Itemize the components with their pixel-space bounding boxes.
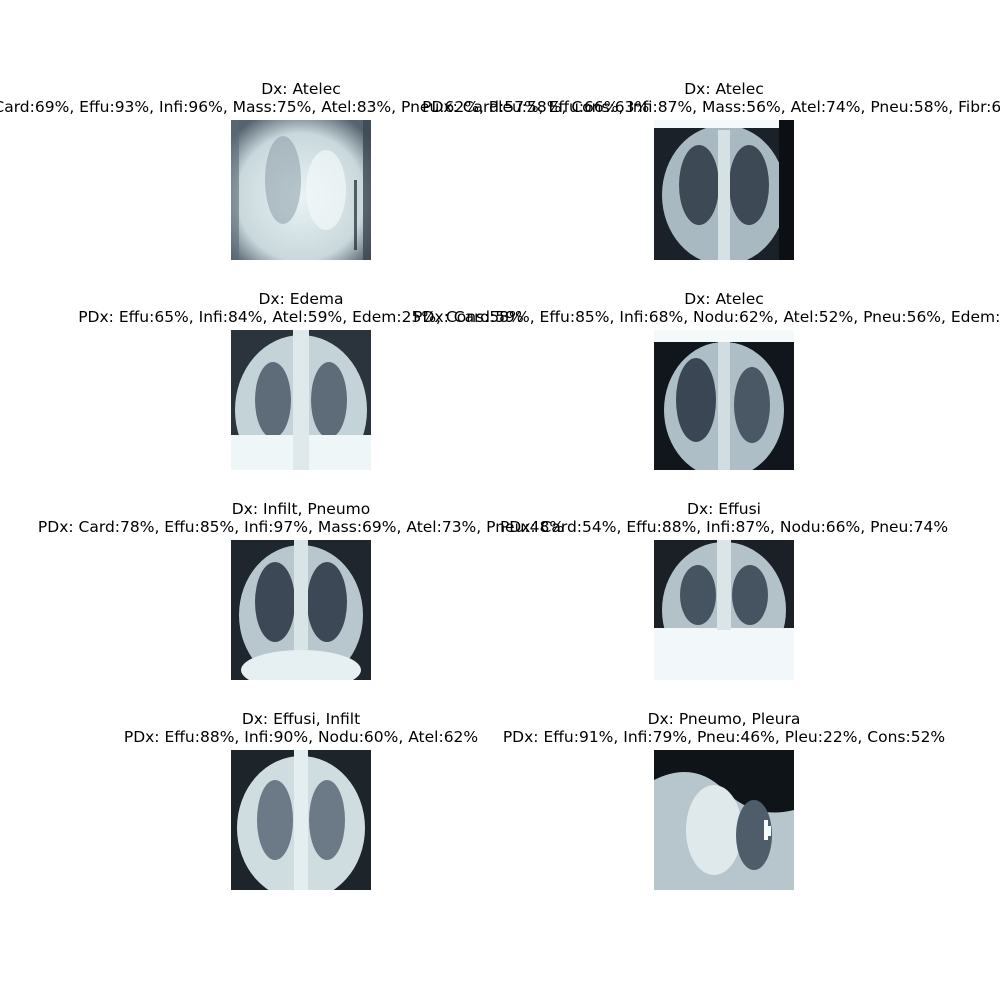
panel-2-pdx: PDx: Card:57%, Effu:66%, Infi:87%, Mass:… — [422, 98, 1000, 116]
panel-4-pdx: PDx: Card:59%, Effu:85%, Infi:68%, Nodu:… — [413, 308, 1000, 326]
panel-1-title: Dx: Atelec PDx: Card:69%, Effu:93%, Infi… — [0, 80, 649, 116]
panel-3-title: Dx: Edema PDx: Effu:65%, Infi:84%, Atel:… — [78, 290, 524, 326]
panel-3-dx: Dx: Edema — [258, 290, 344, 308]
panel-8-title: Dx: Pneumo, Pleura PDx: Effu:91%, Infi:7… — [503, 710, 945, 746]
panel-2-xray-image — [654, 120, 794, 260]
panel-2-title: Dx: Atelec PDx: Card:57%, Effu:66%, Infi… — [422, 80, 1000, 116]
panel-8-dx: Dx: Pneumo, Pleura — [647, 710, 801, 728]
panel-4-title: Dx: Atelec PDx: Card:59%, Effu:85%, Infi… — [413, 290, 1000, 326]
panel-1-xray-image — [231, 120, 371, 260]
panel-5-xray-image — [231, 540, 371, 680]
panel-1-pdx: PDx: Card:69%, Effu:93%, Infi:96%, Mass:… — [0, 98, 650, 116]
panel-8-pdx: PDx: Effu:91%, Infi:79%, Pneu:46%, Pleu:… — [502, 728, 946, 746]
panel-5-dx: Dx: Infilt, Pneumo — [231, 500, 371, 518]
panel-7-dx: Dx: Effusi, Infilt — [241, 710, 361, 728]
panel-7-xray-image — [231, 750, 371, 890]
panel-4-dx: Dx: Atelec — [684, 290, 764, 308]
panel-5-title: Dx: Infilt, Pneumo PDx: Card:78%, Effu:8… — [38, 500, 564, 536]
panel-5-pdx: PDx: Card:78%, Effu:85%, Infi:97%, Mass:… — [37, 518, 565, 536]
panel-3-xray-image — [231, 330, 371, 470]
panel-3-pdx: PDx: Effu:65%, Infi:84%, Atel:59%, Edem:… — [78, 308, 524, 326]
panel-6-xray-image — [654, 540, 794, 680]
panel-7-title: Dx: Effusi, Infilt PDx: Effu:88%, Infi:9… — [124, 710, 478, 746]
panel-6-title: Dx: Effusi PDx: Card:54%, Effu:88%, Infi… — [500, 500, 948, 536]
panel-4-xray-image — [654, 330, 794, 470]
panel-2-dx: Dx: Atelec — [684, 80, 764, 98]
panel-6-pdx: PDx: Card:54%, Effu:88%, Infi:87%, Nodu:… — [499, 518, 949, 536]
panel-8-xray-image — [654, 750, 794, 890]
panel-1-dx: Dx: Atelec — [261, 80, 341, 98]
panel-6-dx: Dx: Effusi — [687, 500, 761, 518]
panel-7-pdx: PDx: Effu:88%, Infi:90%, Nodu:60%, Atel:… — [123, 728, 479, 746]
